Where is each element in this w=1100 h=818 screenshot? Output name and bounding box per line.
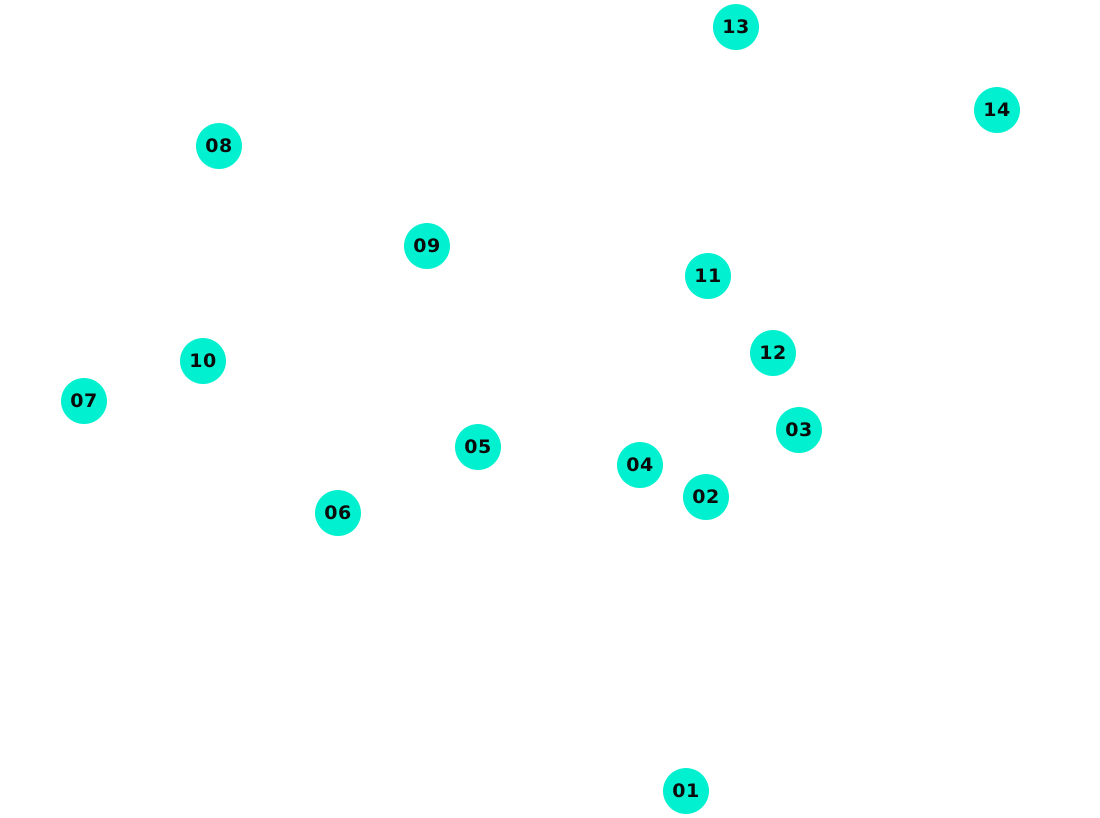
marker-08[interactable]: 08 [196,123,242,169]
marker-01[interactable]: 01 [663,768,709,814]
marker-12[interactable]: 12 [750,330,796,376]
marker-05[interactable]: 05 [455,424,501,470]
marker-10[interactable]: 10 [180,338,226,384]
marker-09[interactable]: 09 [404,223,450,269]
marker-13[interactable]: 13 [713,4,759,50]
marker-06[interactable]: 06 [315,490,361,536]
marker-02[interactable]: 02 [683,474,729,520]
marker-11[interactable]: 11 [685,253,731,299]
marker-04[interactable]: 04 [617,442,663,488]
marker-03[interactable]: 03 [776,407,822,453]
marker-07[interactable]: 07 [61,378,107,424]
marker-14[interactable]: 14 [974,87,1020,133]
